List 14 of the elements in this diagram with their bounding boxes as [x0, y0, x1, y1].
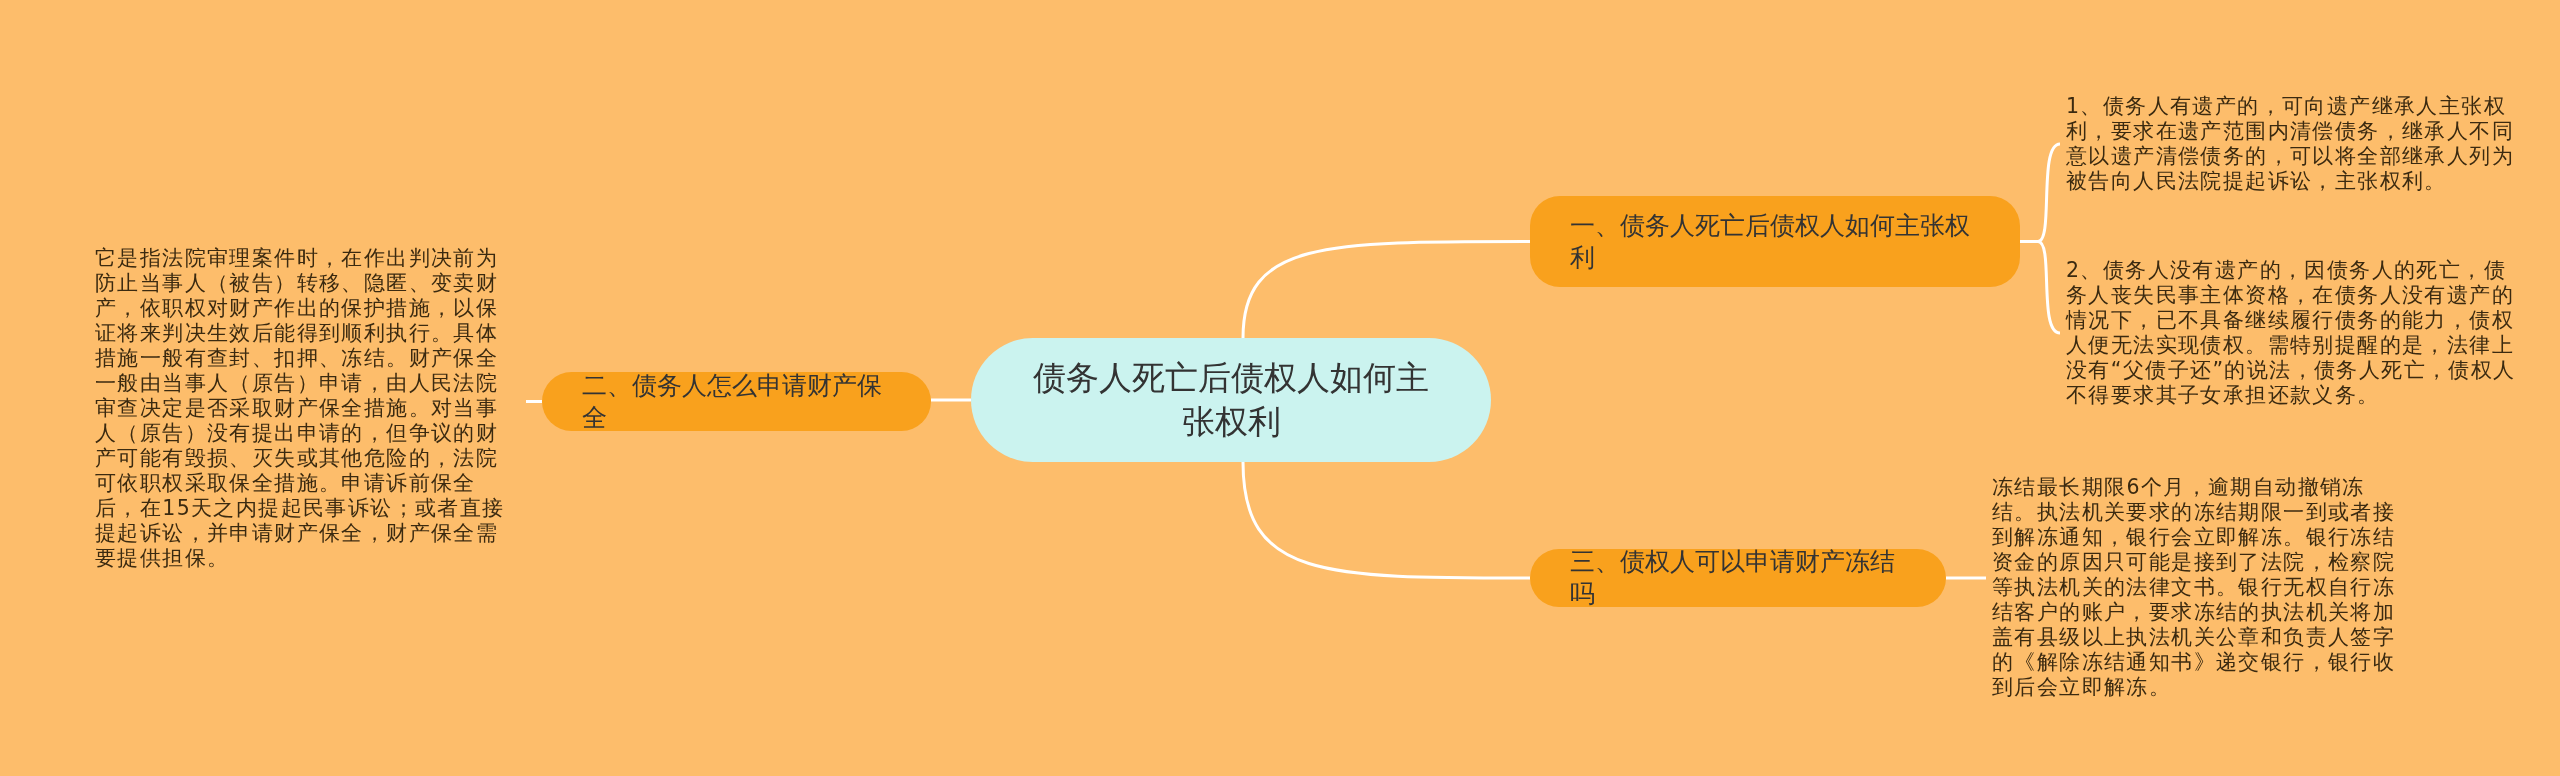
topic-box: 一、债务人死亡后债权人如何主张权利 — [1530, 196, 2020, 287]
connector-line — [931, 398, 971, 402]
note-text: 冻结最长期限6个月，逾期自动撤销冻结。执法机关要求的冻结期限一到或者接到解冻通知，银行会立即解冻。银行冻结资金的原因只可能是接到了法院，检察院等执法机关的法律文书。银行无权自行冻结客户的账户，要求冻结的执法机关将加盖有县级以上执法机关公章和负责人签字的《解除冻结通知书》递交银行，银行收到后会立即解冻。 — [1992, 475, 2402, 700]
note-text: 它是指法院审理案件时，在作出判决前为防止当事人（被告）转移、隐匿、变卖财产，依职权对财产作出的保护措施，以保证将来判决生效后能得到顺利执行。具体措施一般有查封、扣押、冻结。财产保全一般由当事人（原告）申请，由人民法院审查决定是否采取财产保全措施。对当事人（原告）没有提出申请的，但争议的财产可能有毁损、灭失或其他危险的，法院可依职权采取保全措施。申请诉前保全后，在15天之内提起民事诉讼；或者直接提起诉讼，并申请财产保全，财产保全需要提供担保。 — [95, 246, 520, 571]
root-topic-box: 债务人死亡后债权人如何主张权利 — [971, 338, 1491, 462]
connector-line — [2020, 240, 2061, 335]
connector-line — [1946, 576, 1986, 580]
topic-box: 三、债权人可以申请财产冻结吗 — [1530, 549, 1946, 607]
connector-line — [1241, 461, 1530, 580]
connector-line — [526, 400, 542, 403]
connector-line — [1241, 240, 1530, 339]
note-text: 2、债务人没有遗产的，因债务人的死亡，债务人丧失民事主体资格，在债务人没有遗产的情况下，已不具备继续履行债务的能力，债权人便无法实现债权。需特别提醒的是，法律上没有“父债子还”的说法，债务人死亡，债权人不得要求其子女承担还款义务。 — [2066, 258, 2526, 408]
note-text: 1、债务人有遗产的，可向遗产继承人主张权利，要求在遗产范围内清偿债务，继承人不同意以遗产清偿债务的，可以将全部继承人列为被告向人民法院提起诉讼，主张权利。 — [2066, 94, 2526, 194]
topic-box: 二、债务人怎么申请财产保全 — [542, 372, 931, 431]
